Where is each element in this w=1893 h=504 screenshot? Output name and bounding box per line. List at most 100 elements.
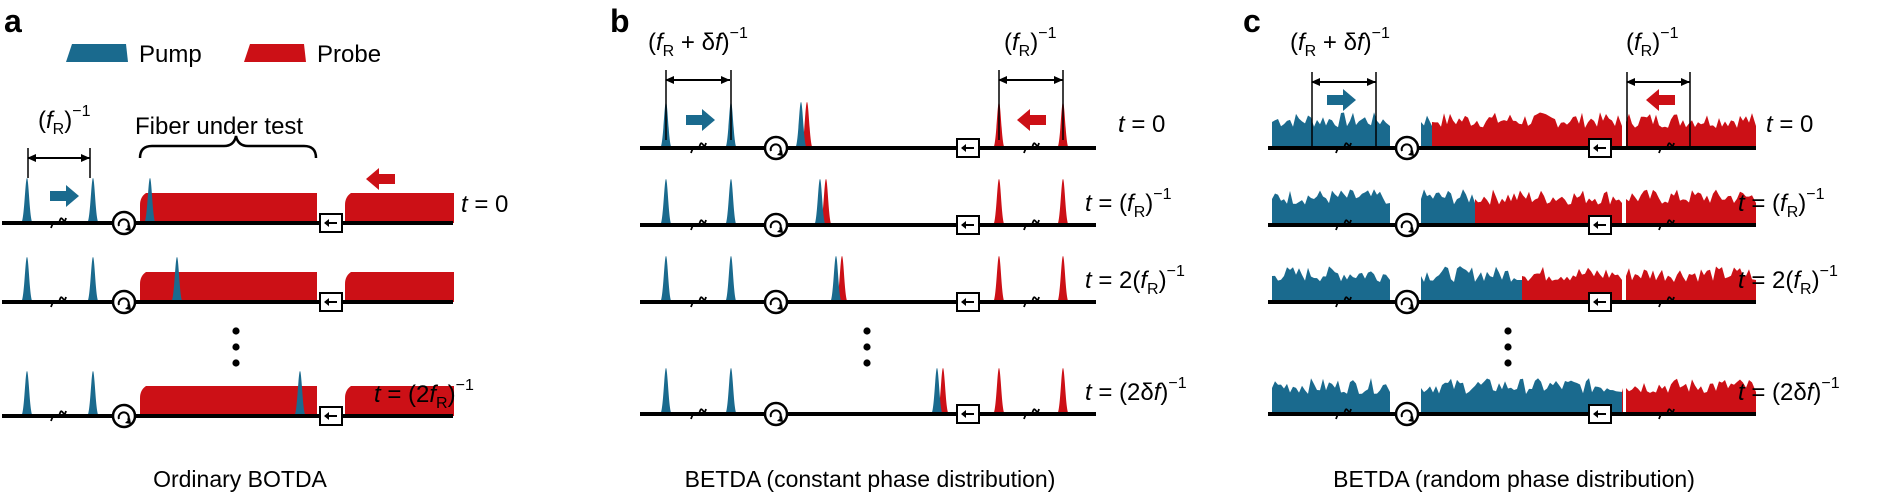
- circulator-ring: [1394, 135, 1420, 161]
- pump-noise-in-fiber: [1421, 189, 1475, 225]
- pump-pulse: [660, 368, 672, 414]
- circulator-icon: [763, 135, 789, 161]
- circulator-arrow: [1400, 220, 1413, 230]
- probe-direction-arrow: [1017, 109, 1046, 131]
- probe-pulse: [1057, 368, 1069, 414]
- pump-noise: [1272, 266, 1390, 302]
- isolator-icon: [319, 292, 343, 312]
- circulator-icon: [111, 403, 137, 429]
- panel-b-time-label-3: t = (2δf)−1: [1085, 375, 1187, 406]
- panel-b-period-left-label: (fR + δf)−1: [648, 25, 748, 60]
- circulator-icon: [1394, 289, 1420, 315]
- probe-cw-segment: [345, 272, 454, 302]
- circulator-ring: [763, 289, 789, 315]
- isolator-icon: [1588, 215, 1612, 235]
- panel-c-time-label-2: t = 2(fR)−1: [1738, 263, 1838, 298]
- circulator-ring: [1394, 212, 1420, 238]
- pump-direction-arrow: [1327, 89, 1356, 111]
- probe-pulse: [993, 368, 1005, 414]
- pump-pulse-overlap: [931, 368, 943, 414]
- fiber-coil-icon: [1023, 296, 1040, 308]
- pump-pulse: [21, 178, 33, 223]
- circulator-arrow: [117, 218, 130, 228]
- circulator-arrowhead: [1408, 227, 1414, 233]
- circulator-arrow: [1400, 409, 1413, 419]
- isolator-icon: [956, 404, 980, 424]
- legend-probe-label: Probe: [317, 41, 381, 68]
- isolator-icon: [319, 213, 343, 233]
- panel-a-caption: Ordinary BOTDA: [153, 466, 327, 492]
- probe-pulse: [993, 179, 1005, 225]
- probe-direction-arrow: [366, 168, 395, 190]
- pump-noise-in-fiber: [1421, 115, 1432, 148]
- panel-c-period-right-label: (fR)−1: [1626, 25, 1679, 60]
- circulator-ring: [111, 210, 137, 236]
- pump-noise-in-fiber: [1421, 378, 1623, 414]
- fiber-coil-icon: [1658, 219, 1675, 231]
- isolator-arrowhead: [1593, 221, 1598, 229]
- probe-pulse: [993, 256, 1005, 302]
- probe-direction-arrow: [1646, 89, 1675, 111]
- legend-pump-label: Pump: [139, 41, 202, 68]
- circulator-icon: [1394, 135, 1420, 161]
- circulator-arrowhead: [1408, 304, 1414, 310]
- pump-pulse: [725, 256, 737, 302]
- pump-noise-in-fiber: [1421, 266, 1522, 302]
- isolator-arrowhead: [961, 298, 966, 306]
- panel-b-time-label-1: t = (fR)−1: [1085, 186, 1172, 221]
- isolator-arrowhead: [324, 219, 329, 227]
- isolator-icon: [319, 406, 343, 426]
- circulator-ring: [111, 289, 137, 315]
- probe-cw-segment: [345, 193, 454, 223]
- pump-pulse-in-fiber: [144, 178, 156, 223]
- fiber-lines: [2, 146, 1756, 418]
- fiber-coil-icon: [1023, 219, 1040, 231]
- isolator-arrowhead: [1593, 298, 1598, 306]
- pump-pulse: [21, 257, 33, 302]
- isolator-arrowhead: [324, 412, 329, 420]
- isolator-icon: [956, 292, 980, 312]
- isolator-arrowhead: [961, 410, 966, 418]
- panel-b-time-label-2: t = 2(fR)−1: [1085, 263, 1185, 298]
- signal-fills: [21, 102, 1756, 416]
- circulator-icon: [111, 210, 137, 236]
- fiber-coil-icon: [1335, 296, 1352, 308]
- circulator-arrow: [117, 411, 130, 421]
- fiber-coil-icon: [50, 410, 67, 422]
- circulator-icon: [1394, 212, 1420, 238]
- panel-c-time-label-3: t = (2δf)−1: [1738, 375, 1840, 406]
- pump-pulse-in-fiber: [294, 371, 306, 416]
- circulator-arrow: [117, 297, 130, 307]
- circulator-icon: [763, 289, 789, 315]
- pump-noise: [1272, 378, 1390, 414]
- isolator-icon: [956, 215, 980, 235]
- probe-noise: [1626, 378, 1756, 414]
- circulator-icon: [111, 289, 137, 315]
- probe-pulse: [1057, 256, 1069, 302]
- circulator-arrow: [1400, 297, 1413, 307]
- circulator-icon: [763, 401, 789, 427]
- legend-pump-swatch: [66, 44, 128, 62]
- circulator-arrow: [769, 143, 782, 153]
- fiber-coil-icon: [690, 142, 707, 154]
- probe-cw-segment: [345, 386, 454, 416]
- pump-direction-arrow: [50, 185, 79, 207]
- circulator-arrow: [1400, 143, 1413, 153]
- probe-noise: [1626, 113, 1756, 148]
- panel-a-ellipsis: [232, 327, 240, 367]
- isolator-arrowhead: [961, 144, 966, 152]
- pump-pulse: [21, 371, 33, 416]
- probe-noise-in-fiber: [1475, 189, 1622, 225]
- panel-a-time-label-0: t = 0: [461, 191, 508, 218]
- pump-pulse: [87, 257, 99, 302]
- circulator-arrowhead: [777, 304, 783, 310]
- circulator-ring: [111, 403, 137, 429]
- isolator-arrowhead: [1593, 410, 1598, 418]
- probe-noise: [1626, 189, 1756, 225]
- pump-noise: [1272, 112, 1390, 148]
- isolator-arrowhead: [1593, 144, 1598, 152]
- panel-a-letter: a: [4, 3, 22, 39]
- panel-c-caption: BETDA (random phase distribution): [1333, 466, 1695, 492]
- probe-cw-segment: [140, 193, 317, 223]
